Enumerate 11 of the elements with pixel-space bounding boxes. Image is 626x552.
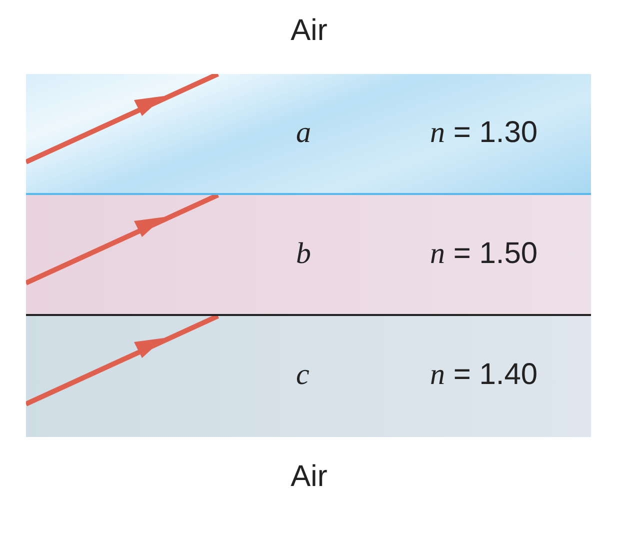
- layer-letter: b: [296, 237, 311, 271]
- refractive-index-label: n = 1.40: [430, 358, 538, 392]
- medium-label: Air: [290, 460, 328, 494]
- layer-letter: c: [296, 358, 310, 392]
- layer-band: [26, 316, 591, 437]
- layer-band: [26, 74, 591, 195]
- medium-label: Air: [290, 14, 328, 48]
- refractive-index-label: n = 1.30: [430, 116, 538, 150]
- layer-letter: a: [296, 116, 311, 150]
- layer-band: [26, 195, 591, 316]
- refractive-index-label: n = 1.50: [430, 237, 538, 271]
